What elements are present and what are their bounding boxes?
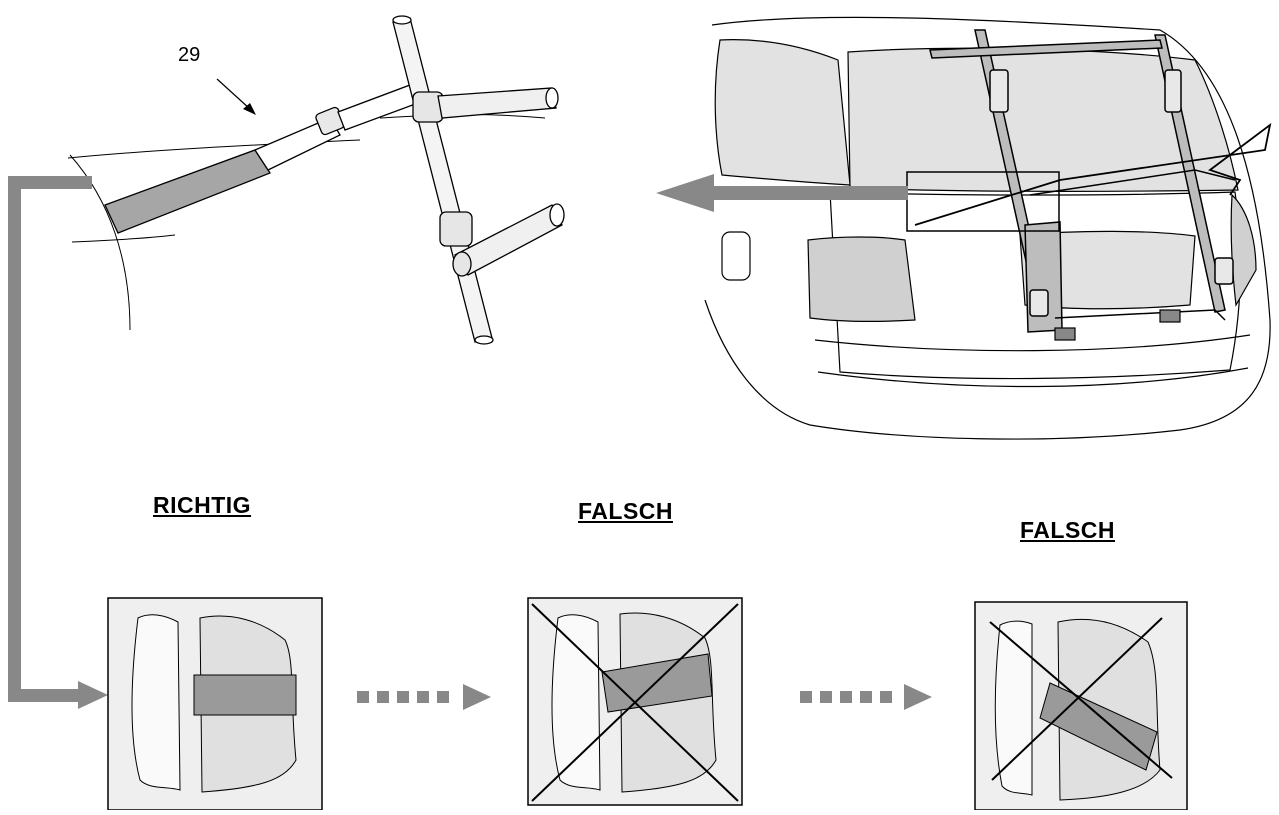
part-number-label: 29 <box>178 44 201 66</box>
label-wrong-2: FALSCH <box>1020 517 1115 543</box>
flow-arrows <box>8 174 908 709</box>
part-pointer <box>216 78 256 115</box>
rack-detail-illustration <box>67 15 565 345</box>
car-rear-illustration <box>704 16 1272 440</box>
dotted-arrow-2 <box>800 684 932 710</box>
dotted-arrow-1 <box>357 684 491 710</box>
label-wrong-1: FALSCH <box>578 498 673 524</box>
panel-wrong-1 <box>527 597 743 806</box>
panel-correct <box>107 597 323 811</box>
label-correct: RICHTIG <box>153 492 252 518</box>
panel-wrong-2 <box>974 601 1188 811</box>
